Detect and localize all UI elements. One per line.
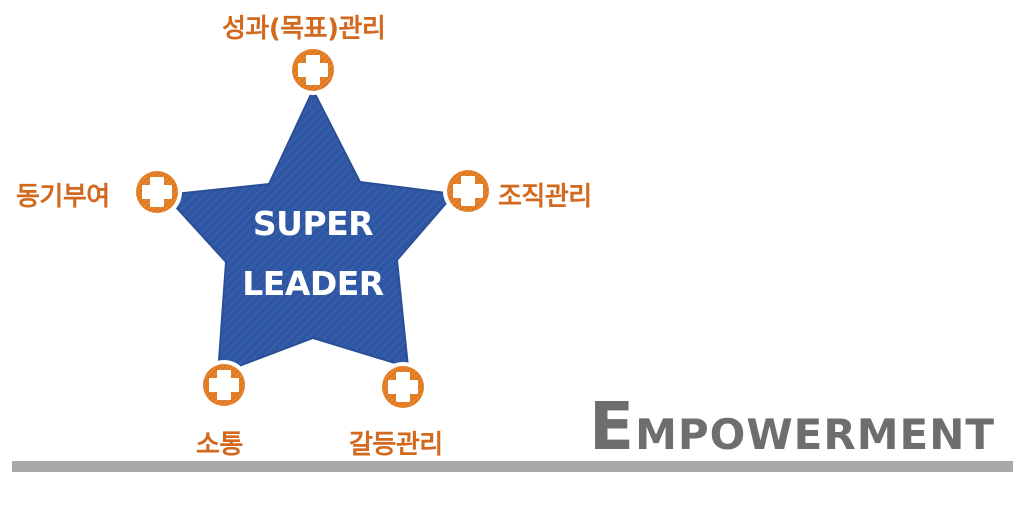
- node-label-performance: 성과(목표)관리: [222, 14, 386, 44]
- plus-circle-icon: [132, 167, 182, 217]
- node-label-motivation: 동기부여: [16, 182, 110, 212]
- empowerment-first-letter: E: [588, 388, 636, 465]
- node-label-conflict: 갈등관리: [349, 430, 443, 460]
- plus-circle-icon: [443, 166, 493, 216]
- center-title-line1: SUPER: [252, 204, 374, 243]
- node-label-communication: 소통: [196, 430, 243, 460]
- empowerment-label: EMPOWERMENT: [589, 388, 995, 465]
- baseline-bar: [12, 461, 1013, 472]
- center-title-line2: LEADER: [242, 264, 384, 303]
- plus-circle-icon: [199, 360, 249, 410]
- star-shape: [164, 89, 455, 375]
- empowerment-rest: MPOWERMENT: [635, 410, 995, 459]
- plus-circle-icon: [378, 362, 428, 412]
- node-label-organization: 조직관리: [498, 182, 592, 212]
- plus-circle-icon: [288, 45, 338, 95]
